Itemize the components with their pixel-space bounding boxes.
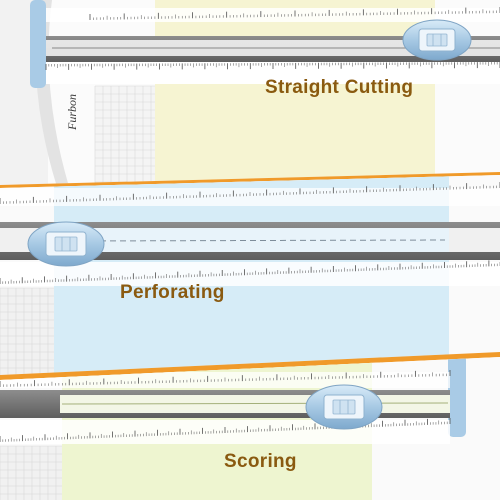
panel-straight-cutting: Furbon Straight Cutting: [0, 0, 500, 185]
perforation-line: [69, 239, 446, 242]
scoring-slider-knob[interactable]: [305, 384, 383, 430]
lower-ruler: [45, 62, 500, 70]
end-cap: [448, 357, 466, 437]
panel-scoring: Scoring: [0, 357, 500, 500]
paper-sheet: [155, 0, 435, 185]
upper-ruler: [0, 370, 451, 387]
measurement-grid: [94, 85, 155, 185]
panel-perforating: Perforating: [0, 175, 500, 375]
lower-ruler: [0, 260, 500, 284]
separator-stripe-bottom: [0, 352, 500, 380]
separator-stripe-top: [0, 172, 500, 188]
perforating-slider-knob[interactable]: [27, 221, 105, 267]
mode-label-straight-cutting: Straight Cutting: [265, 77, 413, 98]
score-line: [61, 402, 449, 405]
measurement-grid: [0, 445, 62, 500]
measurement-grid: [0, 287, 54, 375]
end-cap: [30, 0, 46, 88]
cutting-slider-knob[interactable]: [402, 19, 472, 61]
mode-label-scoring: Scoring: [224, 451, 297, 472]
upper-ruler: [89, 7, 500, 20]
mode-label-perforating: Perforating: [120, 282, 225, 303]
upper-ruler: [0, 182, 500, 204]
brand-logo: Furbon: [65, 94, 79, 131]
